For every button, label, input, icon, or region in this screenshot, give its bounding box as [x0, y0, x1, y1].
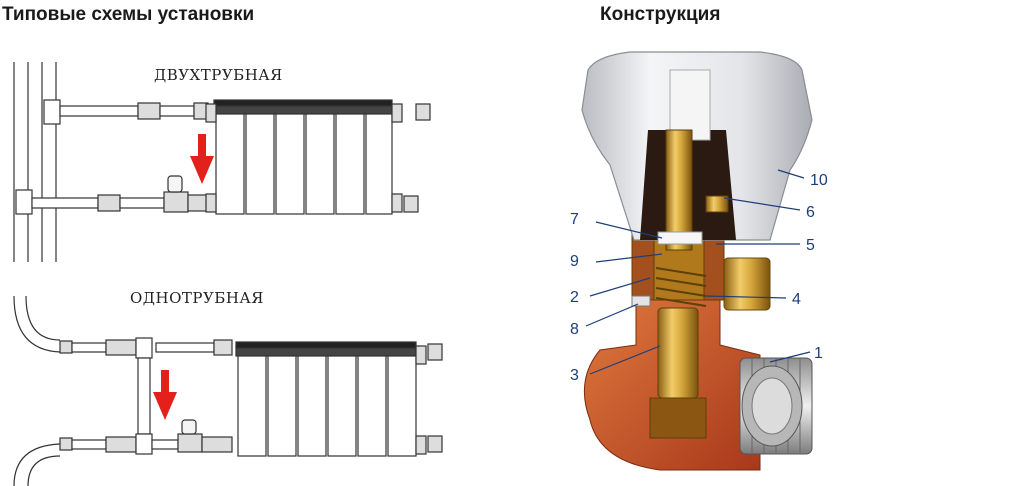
tee-fitting — [15, 189, 33, 215]
valve-seat — [649, 397, 707, 439]
return-pipe — [119, 197, 165, 209]
pipe-coupling — [137, 102, 161, 120]
fixing-nut — [705, 195, 729, 213]
valve-stem-top — [665, 129, 693, 241]
pipe-segment — [71, 342, 107, 353]
construction-heading: Конструкция — [600, 4, 721, 25]
pipe-coupling — [213, 339, 233, 356]
callout-3: 3 — [570, 367, 579, 384]
pipe-segment — [59, 437, 73, 451]
curved-pipe — [13, 443, 61, 486]
pipe-coupling — [201, 436, 233, 453]
tee-fitting — [43, 99, 61, 125]
valve-handle — [181, 419, 197, 435]
handle-insert — [669, 69, 711, 141]
installation-schemes-heading: Типовые схемы установки — [2, 4, 255, 25]
tee-fitting — [135, 337, 153, 359]
two-pipe-scheme-label: ДВУХТРУБНАЯ — [154, 66, 283, 84]
valve-cutaway-illustration — [581, 51, 813, 471]
curved-pipe — [25, 295, 61, 341]
flow-direction-arrow — [190, 134, 214, 184]
valve-plug — [657, 307, 699, 399]
pipe-segment — [151, 439, 179, 450]
radiator-one-pipe — [235, 341, 427, 457]
valve-body — [163, 191, 189, 213]
callout-9: 9 — [570, 253, 579, 270]
pipe-coupling — [105, 436, 137, 453]
curved-pipe — [27, 455, 61, 486]
union-nut — [723, 257, 771, 311]
valve-handle — [167, 175, 183, 193]
two-pipe-scheme — [13, 62, 431, 262]
callout-leaders — [585, 169, 811, 375]
curved-pipe — [13, 295, 61, 353]
callout-5: 5 — [806, 237, 815, 254]
pipe-coupling — [105, 339, 137, 356]
flow-direction-arrow — [153, 370, 177, 420]
radiator-two-pipe — [205, 99, 403, 215]
callout-10: 10 — [810, 172, 828, 189]
pipe-coupling — [187, 194, 209, 212]
threaded-outlet — [739, 357, 813, 455]
pipe-segment — [71, 439, 107, 450]
callout-1: 1 — [814, 345, 823, 362]
callout-4: 4 — [792, 291, 801, 308]
one-pipe-scheme-label: ОДНОТРУБНАЯ — [130, 289, 264, 307]
air-vent-plug — [427, 343, 443, 361]
callout-7: 7 — [570, 211, 579, 228]
spring — [655, 267, 707, 307]
gasket — [657, 231, 703, 245]
callout-8: 8 — [570, 321, 579, 338]
pipe-segment — [59, 340, 73, 354]
drain-plug — [403, 195, 419, 213]
return-pipe — [31, 197, 99, 209]
supply-pipe — [159, 105, 195, 117]
seal-ring — [631, 295, 651, 307]
callout-labels: 10 6 7 5 9 2 4 8 1 3 — [570, 172, 828, 384]
drain-plug — [427, 435, 443, 453]
one-pipe-scheme — [13, 295, 443, 486]
bypass-pipe — [137, 357, 151, 435]
pipe-coupling — [97, 194, 121, 212]
air-vent-plug — [415, 103, 431, 121]
callout-6: 6 — [806, 204, 815, 221]
pipe-segment — [155, 342, 215, 353]
tee-fitting — [135, 433, 153, 455]
supply-pipe — [59, 105, 139, 117]
callout-2: 2 — [570, 289, 579, 306]
valve-body — [177, 433, 203, 453]
